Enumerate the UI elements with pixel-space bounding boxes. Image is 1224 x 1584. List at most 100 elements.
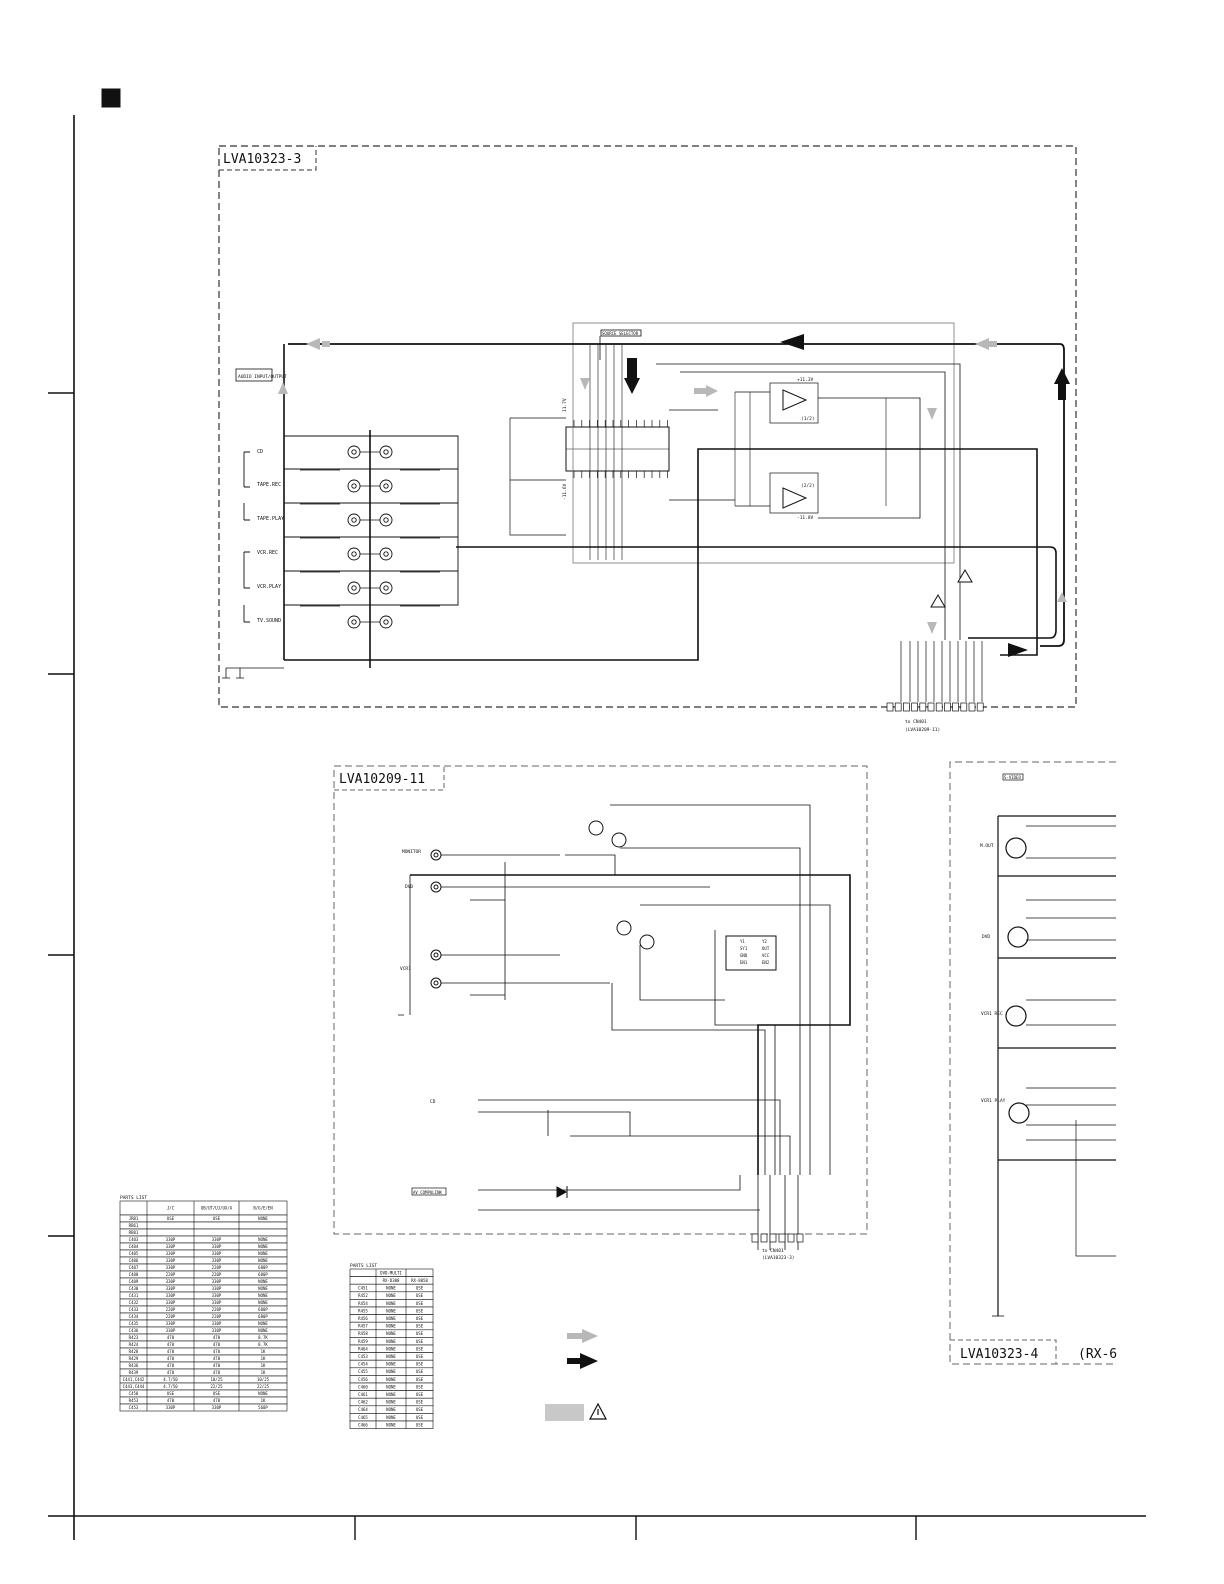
table-row xyxy=(349,1420,434,1429)
table-cell: 680P xyxy=(258,1314,268,1319)
table-cell: R423 xyxy=(129,1335,139,1340)
legend-gray-box xyxy=(545,1404,584,1421)
table-cell: 1K xyxy=(261,1349,266,1354)
table-cell: C405 xyxy=(129,1251,139,1256)
table-cell: 470 xyxy=(167,1335,175,1340)
legend-warning-icon xyxy=(589,1402,607,1420)
middle-jacks xyxy=(430,849,442,989)
input-label-cd: CD xyxy=(257,449,263,455)
table-cell: R456 xyxy=(358,1316,368,1321)
table-cell: 470 xyxy=(167,1342,175,1347)
connector-pin xyxy=(935,702,943,712)
table-cell: NONE xyxy=(258,1321,268,1326)
table-cell: JRB1 xyxy=(129,1216,139,1221)
table-cell: R458 xyxy=(358,1331,368,1336)
table-cell: USE xyxy=(416,1392,424,1397)
table-cell: 330P xyxy=(166,1251,176,1256)
input-label-vcr-rec: VCR.REC xyxy=(257,550,278,556)
middle-board-label: LVA10209-11 xyxy=(339,772,425,787)
connector-pin xyxy=(787,1233,795,1243)
table-cell: C465 xyxy=(358,1415,368,1420)
cd-label: CD xyxy=(430,1099,436,1105)
table-cell: C407 xyxy=(129,1265,139,1270)
table-cell: NONE xyxy=(386,1339,396,1344)
table-cell: 470 xyxy=(213,1349,221,1354)
table-cell: C451 xyxy=(358,1286,368,1291)
table-cell: R453 xyxy=(129,1398,139,1403)
table-cell: NONE xyxy=(386,1415,396,1420)
connector-pin xyxy=(976,702,984,712)
table-cell: 330P xyxy=(212,1300,222,1305)
table-cell: 680P xyxy=(258,1307,268,1312)
table-cell: NONE xyxy=(386,1422,396,1427)
ic-voltage-pos: 11.7V xyxy=(562,398,568,412)
top-board-wiring xyxy=(222,336,1065,702)
right-board-wiring xyxy=(992,815,1116,1317)
ic-pin-gnd: GND xyxy=(740,953,748,958)
table-cell: USE xyxy=(416,1354,424,1359)
table-cell: NONE xyxy=(386,1354,396,1359)
transistors xyxy=(588,820,655,950)
ic-pin-en2: EN2 xyxy=(762,960,770,965)
source-selector-legs xyxy=(573,420,668,478)
table-cell: R454 xyxy=(358,1301,368,1306)
parts-list-1-title: PARTS LIST xyxy=(120,1195,147,1201)
table-cell: C404 xyxy=(129,1244,139,1249)
table-row xyxy=(119,1221,288,1230)
opamp-1-label: (1/2) xyxy=(801,416,815,422)
table-cell: RX-8050 xyxy=(411,1278,428,1283)
opamp-2-label: (2/2) xyxy=(801,483,815,489)
table-cell: NONE xyxy=(258,1251,268,1256)
svideo-label: S-VIDEO xyxy=(1004,775,1021,780)
ic-pin-y2: Y2 xyxy=(762,939,767,944)
table-cell: 8.7K xyxy=(258,1342,268,1347)
ic-pin-sy1: SY1 xyxy=(740,946,748,951)
table-cell: USE xyxy=(213,1391,221,1396)
right-board: LVA10323-4 (RX-6 S-VIDEO M.OUT DVD VCR1 … xyxy=(949,761,1117,1365)
table-cell: 330P xyxy=(212,1251,222,1256)
table-cell: 470 xyxy=(213,1335,221,1340)
table-cell: NONE xyxy=(258,1300,268,1305)
right-dvd-label: DVD xyxy=(982,934,990,940)
table-cell: C464 xyxy=(358,1407,368,1412)
table-cell: 330P xyxy=(166,1321,176,1326)
table-cell: NONE xyxy=(258,1216,268,1221)
connector-pin xyxy=(968,702,976,712)
input-label-vcr-play: VCR.PLAY xyxy=(257,584,281,590)
table-cell: NONE xyxy=(258,1391,268,1396)
legend-arrow-gray xyxy=(567,1329,598,1343)
table-cell: C430 xyxy=(129,1286,139,1291)
table-cell: 470 xyxy=(213,1342,221,1347)
table-cell: C461 xyxy=(358,1392,368,1397)
signal-arrows-black xyxy=(624,334,1070,657)
connector-pin xyxy=(886,702,894,712)
table-cell: C436 xyxy=(129,1328,139,1333)
table-cell: NONE xyxy=(386,1392,396,1397)
connector-top-ref: (LVA10209-11) xyxy=(905,727,940,733)
table-cell: C455 xyxy=(358,1369,368,1374)
table-cell: USE xyxy=(416,1316,424,1321)
table-cell: J/C xyxy=(167,1206,175,1211)
monitor-label: MONITOR xyxy=(402,849,421,855)
table-cell: R429 xyxy=(129,1356,139,1361)
table-cell: USE xyxy=(416,1324,424,1329)
table-cell: 330P xyxy=(212,1244,222,1249)
right-board-suffix: (RX-6 xyxy=(1078,1347,1117,1362)
table-cell: USE xyxy=(416,1377,424,1382)
table-cell: USE xyxy=(416,1339,424,1344)
rca-jack-center xyxy=(383,585,389,591)
table-cell: 330P xyxy=(166,1258,176,1263)
page-frame xyxy=(48,88,1146,1540)
table-cell: USE xyxy=(416,1346,424,1351)
table-cell: 470 xyxy=(213,1356,221,1361)
opamp-1 xyxy=(769,382,819,424)
input-label-tape-rec: TAPE.REC xyxy=(257,482,281,488)
table-cell: NONE xyxy=(258,1328,268,1333)
vcr1-rec-label: VCR1 REC xyxy=(981,1011,1003,1017)
table-cell: 22/25 xyxy=(210,1384,223,1389)
input-labels: CD TAPE.REC TAPE.PLAY VCR.REC VCR.PLAY T… xyxy=(257,449,284,624)
table-cell: R452 xyxy=(358,1293,368,1298)
ic-voltage-neg: -11.6V xyxy=(562,483,568,500)
